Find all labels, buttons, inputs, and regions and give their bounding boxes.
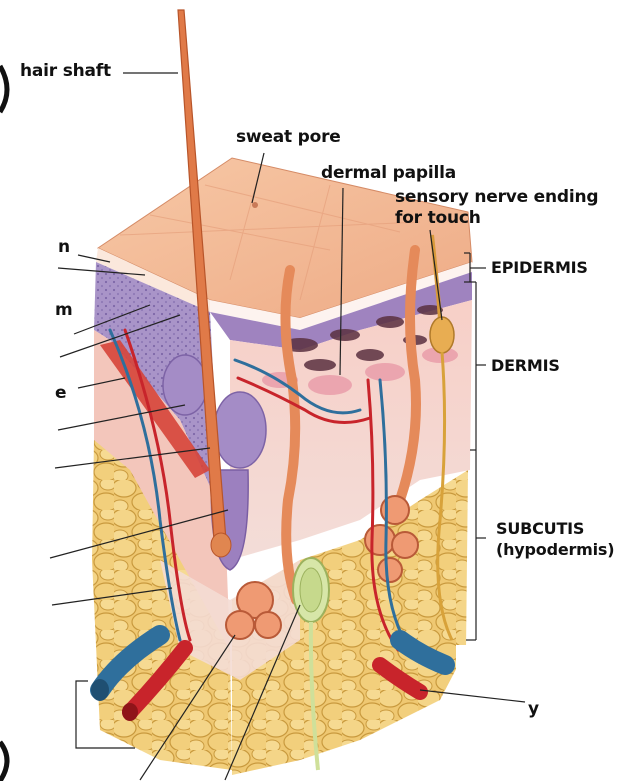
- label-cropped-n: n: [58, 238, 70, 257]
- label-hair-shaft: hair shaft: [20, 62, 111, 81]
- label-sensory-nerve-line2: for touch: [395, 209, 481, 228]
- label-cropped-m: m: [55, 301, 73, 320]
- label-dermis: DERMIS: [491, 357, 560, 375]
- label-epidermis: EPIDERMIS: [491, 259, 588, 277]
- label-dermal-papilla: dermal papilla: [321, 164, 456, 183]
- label-cropped-y: y: [528, 700, 539, 719]
- touch-receptor: [430, 317, 454, 353]
- cropped-bracket-top: [0, 66, 7, 112]
- label-sweat-pore: sweat pore: [236, 128, 341, 147]
- cropped-bracket-bottom: [0, 742, 7, 781]
- label-sensory-nerve-line1: sensory nerve ending: [395, 188, 598, 207]
- label-cropped-e: e: [55, 384, 66, 403]
- label-subcutis-line2: (hypodermis): [496, 541, 614, 559]
- label-subcutis-line1: SUBCUTIS: [496, 520, 584, 538]
- cover-area: [456, 645, 639, 781]
